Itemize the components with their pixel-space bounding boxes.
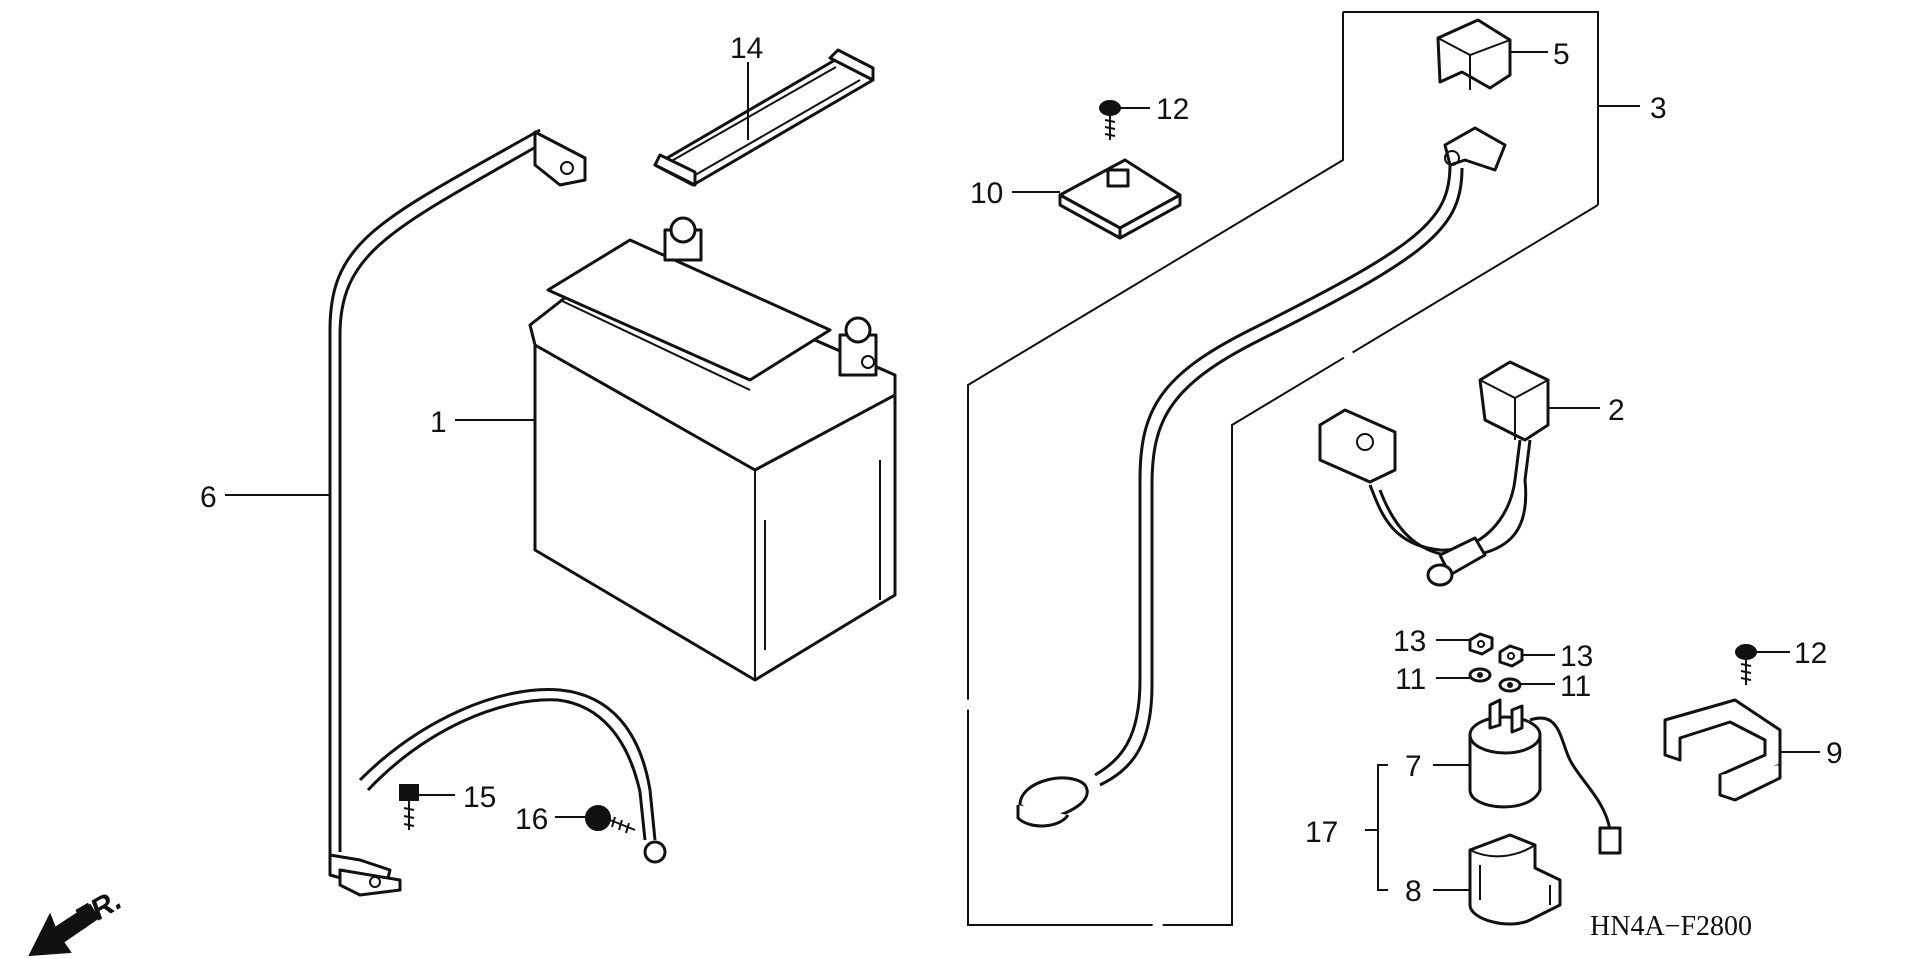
nut-part-13-left[interactable] xyxy=(1468,632,1494,656)
callout-6: 6 xyxy=(200,481,217,514)
callout-15: 15 xyxy=(463,781,496,814)
front-arrow-icon xyxy=(28,903,100,957)
callout-17: 17 xyxy=(1305,816,1338,849)
callout-3: 3 xyxy=(1650,92,1667,125)
callout-12-top: 12 xyxy=(1156,93,1189,126)
leader-lines xyxy=(225,51,1820,891)
sub-harness-part-2[interactable] xyxy=(1318,360,1550,587)
terminal-cover-part-5[interactable] xyxy=(1436,18,1512,90)
callout-12-right: 12 xyxy=(1794,637,1827,670)
washer-part-11-left[interactable] xyxy=(1468,667,1492,683)
front-direction-arrow: FR. xyxy=(28,883,127,957)
washer-part-11-right[interactable] xyxy=(1498,677,1522,693)
callout-2: 2 xyxy=(1608,394,1625,427)
relay-holder-part-9[interactable] xyxy=(1663,698,1782,802)
callout-14: 14 xyxy=(730,32,763,65)
screw-part-12-top[interactable] xyxy=(1099,100,1121,140)
nut-part-13-right[interactable] xyxy=(1498,644,1524,668)
battery-part-1[interactable] xyxy=(528,216,897,682)
reference-code: HN4A−F2800 xyxy=(1590,911,1752,942)
starter-relay-part-7[interactable] xyxy=(1468,698,1622,855)
bolt-part-16[interactable] xyxy=(585,805,636,834)
callout-11-left: 11 xyxy=(1395,663,1426,696)
callout-13-right: 13 xyxy=(1560,640,1593,673)
assembly-bracket-part-17 xyxy=(1365,764,1388,891)
callout-11-right: 11 xyxy=(1560,670,1591,703)
bolt-part-15[interactable] xyxy=(399,784,419,830)
callout-16: 16 xyxy=(515,803,548,836)
callout-8: 8 xyxy=(1405,875,1422,908)
kit-outline-part-3 xyxy=(967,11,1599,926)
callout-5: 5 xyxy=(1553,38,1570,71)
screw-part-12-right[interactable] xyxy=(1735,644,1757,685)
callout-1: 1 xyxy=(430,406,447,439)
callout-13-left: 13 xyxy=(1393,625,1426,658)
callout-7: 7 xyxy=(1405,750,1422,783)
battery-band-part-14[interactable] xyxy=(653,48,875,187)
callout-10: 10 xyxy=(970,177,1003,210)
negative-cable-part-6[interactable] xyxy=(328,128,587,897)
holder-part-10[interactable] xyxy=(1058,158,1182,240)
ground-cable[interactable] xyxy=(358,688,667,864)
callout-9: 9 xyxy=(1826,737,1843,770)
positive-cable-part-3[interactable] xyxy=(1016,126,1507,828)
callouts: 1 6 14 12 10 5 3 2 13 13 11 11 12 9 7 17… xyxy=(200,32,1843,908)
relay-cover-part-8[interactable] xyxy=(1468,833,1562,926)
